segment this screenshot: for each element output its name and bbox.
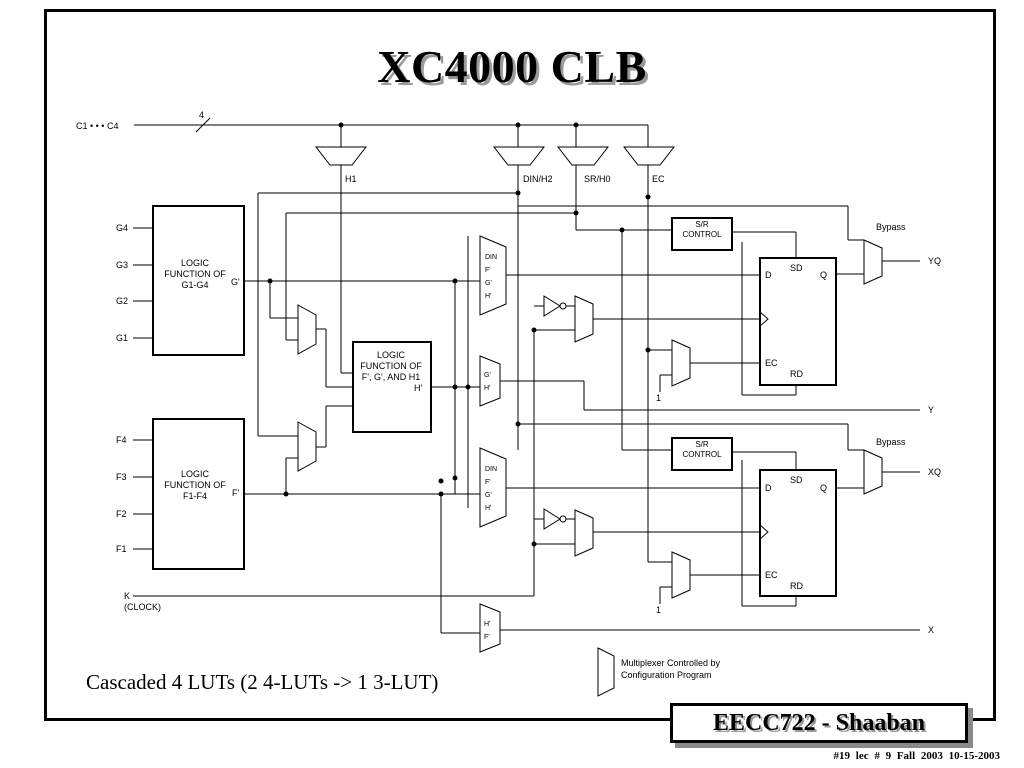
upper-d-mux [479,235,507,316]
bypass-lower-label: Bypass [876,437,906,447]
ff-lower-ec: EC [765,570,778,580]
clock-inverter-lower [543,508,561,530]
ec-mux-lower [671,551,691,599]
ff-upper-q: Q [820,270,827,280]
bypass-mux-upper [863,239,883,285]
x-mux-f: F' [484,634,490,641]
bus-width-slash [195,117,211,133]
y-mux-h: H' [484,385,490,392]
x-mux-h: H' [484,621,490,628]
g-lut-label: LOGIC FUNCTION OF G1-G4 [164,258,226,290]
upper-mux-g: G' [485,280,492,287]
flipflop-upper [759,257,837,386]
bypass-mux-lower [863,449,883,495]
ff-lower-sd: SD [790,475,803,485]
ec-input-mux [622,146,676,166]
footer-title: EECC722 - Shaaban [712,709,926,736]
sr-h0-mux-label: SR/H0 [584,174,611,184]
ff-lower-q: Q [820,483,827,493]
output-xq: XQ [928,467,941,477]
sr-control-lower [671,437,733,471]
ff-lower-d: D [765,483,772,493]
lower-mux-h: H' [485,505,491,512]
f-lut-output-label: F' [232,488,239,498]
g3-label: G3 [116,260,128,270]
output-x: X [928,625,934,635]
h-lut-label: LOGIC FUNCTION OF F', G', AND H1 [360,350,422,382]
ec-mux-label: EC [652,174,665,184]
const-one-lower: 1 [656,605,661,615]
upper-mux-h: H' [485,293,491,300]
bus-width-label: 4 [199,110,204,120]
legend-mux-symbol [597,647,615,697]
f-lut-label: LOGIC FUNCTION OF F1-F4 [164,469,226,501]
ff-lower-rd: RD [790,581,803,591]
clock-k-label: K [124,591,130,601]
bypass-upper-label: Bypass [876,222,906,232]
const-one-upper: 1 [656,393,661,403]
ec-mux-upper [671,339,691,387]
clock-inverter-upper [543,295,561,317]
h-lut-mux-upper [297,304,317,355]
f1-label: F1 [116,544,127,554]
f3-label: F3 [116,472,127,482]
clock-note: (CLOCK) [124,602,161,612]
output-yq: YQ [928,256,941,266]
ff-upper-d: D [765,270,772,280]
slide-title: XC4000 CLB [377,41,647,92]
h-lut-mux-lower [297,421,317,472]
g-lut-output-label: G' [231,277,240,287]
x-output-mux [479,603,501,653]
din-h2-mux-label: DIN/H2 [523,174,553,184]
f4-label: F4 [116,435,127,445]
legend-text: Multiplexer Controlled by Configuration … [621,658,721,680]
ff-upper-ec: EC [765,358,778,368]
sr-control-upper-label: S/R CONTROL [682,220,722,239]
upper-mux-f: F' [485,267,491,274]
lower-mux-din: DIN [485,466,497,473]
g2-label: G2 [116,296,128,306]
output-y: Y [928,405,934,415]
upper-mux-din: DIN [485,254,497,261]
din-h2-input-mux [492,146,546,166]
g1-label: G1 [116,333,128,343]
footer-title-box: EECC722 - Shaaban [670,703,968,743]
lower-d-mux [479,447,507,528]
lower-mux-g: G' [485,492,492,499]
h-lut-output-label: H' [414,383,422,393]
h1-mux-label: H1 [345,174,357,184]
f2-label: F2 [116,509,127,519]
slide-caption: Cascaded 4 LUTs (2 4-LUTs -> 1 3-LUT) [86,670,439,694]
footer-meta: #19 lec # 9 Fall 2003 10-15-2003 [833,750,1000,762]
h1-input-mux [314,146,368,166]
slide-frame [44,9,996,721]
g4-label: G4 [116,223,128,233]
clock-mux-upper [574,295,594,343]
sr-h0-input-mux [556,146,610,166]
lower-mux-f: F' [485,479,491,486]
y-output-mux [479,355,501,407]
sr-control-upper [671,217,733,251]
clock-mux-lower [574,509,594,557]
flipflop-lower [759,469,837,597]
ff-upper-rd: RD [790,369,803,379]
bus-label: C1 • • • C4 [76,121,118,131]
ff-upper-sd: SD [790,263,803,273]
y-mux-g: G' [484,372,491,379]
sr-control-lower-label: S/R CONTROL [682,440,722,459]
